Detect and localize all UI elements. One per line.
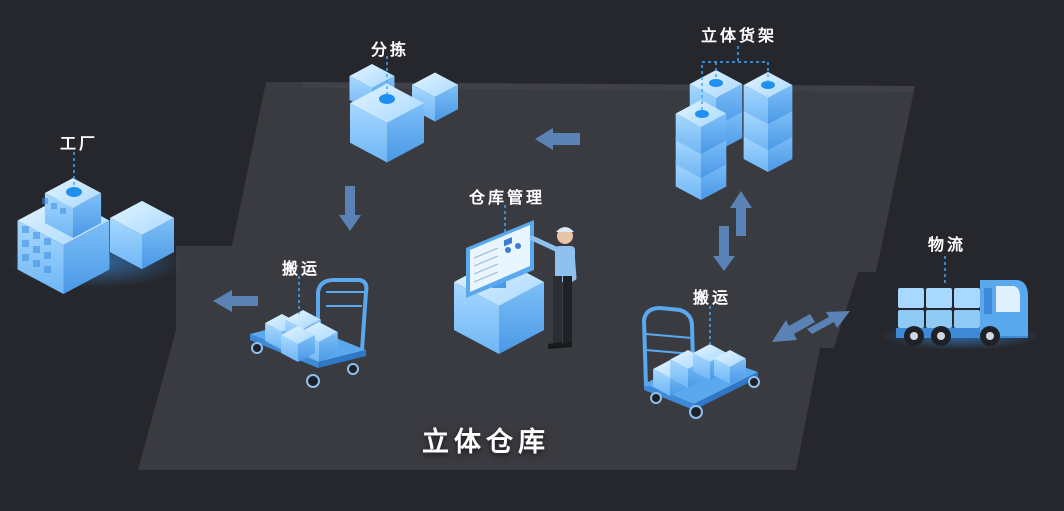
worker-icon [529,227,577,349]
management-terminal-icon [454,220,544,354]
handling-right-label: 搬运 [693,288,732,307]
flow-arrows [213,128,850,342]
warehouse-management-label: 仓库管理 [469,188,546,207]
rack-label: 立体货架 [701,26,778,45]
factory-label: 工厂 [60,134,99,153]
cart-icon [641,305,760,419]
logistics-label: 物流 [928,235,967,254]
arrow-icon [807,311,850,334]
sorting-cubes-icon [349,64,458,163]
arrow-icon [713,226,735,271]
arrow-icon [535,128,580,150]
diagram-title: 立体仓库 [422,427,550,458]
factory-icon [7,178,183,294]
cart-icon [250,278,369,388]
arrow-icon [730,191,752,236]
arrow-icon [213,290,258,312]
arrow-icon [772,314,815,342]
arrow-icon [339,186,361,231]
sorting-label: 分拣 [371,40,410,59]
handling-left-label: 搬运 [282,259,321,278]
truck-icon [880,280,1040,350]
storage-rack-icon [675,70,793,200]
rack-leader-lines [701,46,769,110]
